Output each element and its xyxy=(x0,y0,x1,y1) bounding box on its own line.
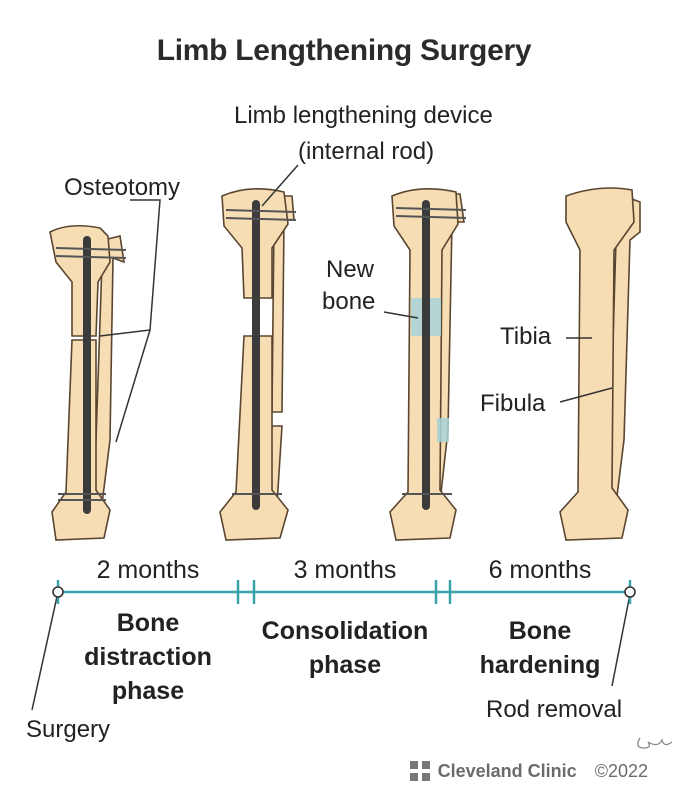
osteotomy-leader xyxy=(99,199,161,337)
new-bone-region-fibula xyxy=(437,418,449,442)
screw xyxy=(395,215,467,219)
fibula-stage-2-upper xyxy=(271,195,295,413)
footer: Cleveland Clinic ©2022 xyxy=(409,760,648,782)
stage-1-bones xyxy=(49,224,127,541)
phase-line: Bone xyxy=(508,617,572,645)
screw xyxy=(225,217,297,221)
rod-stage-1 xyxy=(83,236,91,514)
tibia-stage-4 xyxy=(559,187,635,541)
stage-3-bones xyxy=(389,188,467,541)
new-bone-leader xyxy=(383,311,419,319)
tibia-stage-1-upper xyxy=(49,224,111,337)
cleveland-clinic-logo-icon xyxy=(409,761,430,781)
tibia-stage-1-lower xyxy=(51,339,111,541)
screw xyxy=(55,255,127,259)
phase-line: Consolidation xyxy=(261,617,429,645)
timeline-start-marker xyxy=(52,586,64,598)
duration-1: 2 months xyxy=(96,556,200,584)
phase-line: Bone xyxy=(116,609,180,637)
duration-3: 6 months xyxy=(488,556,592,584)
page-title: Limb Lengthening Surgery xyxy=(156,34,532,67)
phase-line: phase xyxy=(308,651,382,679)
fibula-leader xyxy=(559,387,613,403)
phase-line: phase xyxy=(111,677,185,705)
screw xyxy=(55,247,127,251)
new-bone-label-line1: New xyxy=(326,256,375,283)
tibia-label: Tibia xyxy=(500,323,552,350)
rod-removal-label: Rod removal xyxy=(486,696,623,723)
stage-4-bones xyxy=(559,187,641,541)
phase-line: distraction xyxy=(84,643,212,671)
rod-removal-leader xyxy=(611,593,631,687)
new-bone-label-line2: bone xyxy=(322,288,376,315)
duration-2: 3 months xyxy=(293,556,397,584)
screw xyxy=(225,209,297,213)
phase-line: hardening xyxy=(479,651,601,679)
stage-2-bones xyxy=(219,188,297,541)
leader-lines xyxy=(31,164,631,711)
rod-stage-3 xyxy=(422,200,430,510)
phase-bone-hardening: Bone hardening xyxy=(450,614,630,682)
brand-name: Cleveland Clinic xyxy=(437,760,577,781)
surgery-label: Surgery xyxy=(26,716,111,743)
device-label-line2: (internal rod) xyxy=(298,138,435,165)
screw xyxy=(395,207,467,211)
osteotomy-label: Osteotomy xyxy=(64,174,181,201)
phase-bone-distraction: Bone distraction phase xyxy=(58,606,238,708)
device-label-line1: Limb lengthening device xyxy=(234,102,493,129)
timeline-end-marker xyxy=(624,586,636,598)
surgery-leader xyxy=(31,591,59,711)
device-leader xyxy=(261,164,299,207)
osteotomy-leader-fibula xyxy=(115,329,151,443)
artist-signature xyxy=(637,737,673,749)
rod-stage-2 xyxy=(252,200,260,510)
copyright: ©2022 xyxy=(594,760,648,781)
fibula-label: Fibula xyxy=(480,390,546,417)
phase-consolidation: Consolidation phase xyxy=(250,614,440,682)
